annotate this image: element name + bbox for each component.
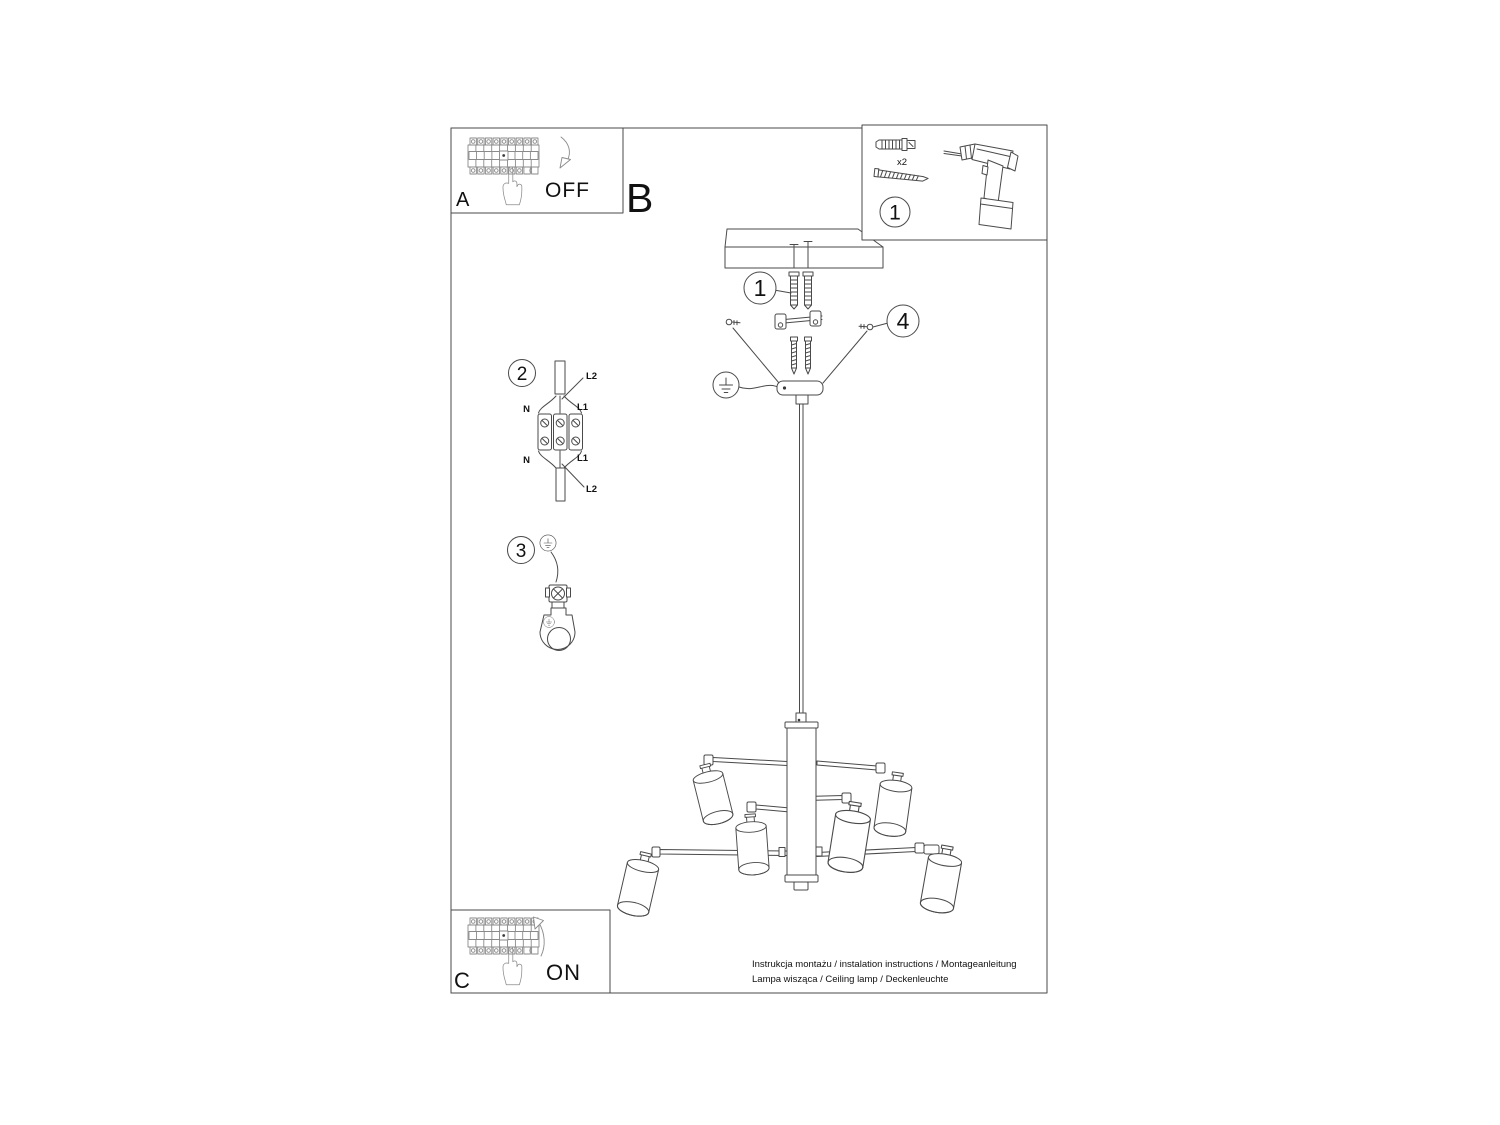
label-bottom-left: N (523, 455, 530, 466)
callout-screws-number: 4 (897, 308, 910, 334)
arrow-down-icon (559, 136, 571, 169)
shade-lower-left (615, 848, 663, 920)
panel-c: C ON (450, 909, 611, 994)
ground-bracket (539, 607, 576, 651)
callout-screws: 4 (872, 304, 920, 338)
lamp-column (784, 721, 819, 891)
screw-quantity: x2 (897, 157, 907, 168)
caption-line1: Instrukcja montażu / instalation instruc… (752, 959, 1017, 970)
ceiling-plank (724, 228, 884, 269)
suspension-cable (799, 403, 804, 715)
wiring-step-number: 2 (517, 364, 528, 385)
kit-panel: x2 1 (861, 124, 1048, 241)
label-bottom-right: L1 (577, 453, 589, 464)
label-top-cable: L2 (586, 371, 597, 382)
callout-plugs: 1 (743, 271, 792, 305)
ceiling-canopy (776, 380, 824, 405)
mounting-bracket (774, 310, 823, 330)
panel-a-label: A (456, 189, 470, 211)
breaker-strip-c (467, 917, 540, 955)
wall-plugs (788, 271, 814, 310)
fixing-screws (790, 336, 812, 375)
ground-step-number: 3 (516, 541, 527, 562)
ground-terminal (545, 584, 571, 609)
alignment-guides (732, 327, 868, 384)
shade-middle-left (734, 812, 770, 877)
terminal-block (537, 413, 583, 451)
ground-symbol-small (539, 534, 557, 552)
main-assembly-drawing: 1 4 (615, 228, 965, 920)
top-l2-leader (561, 377, 584, 400)
kit-step-number: 1 (889, 202, 901, 225)
wall-plug-icon (875, 138, 916, 151)
panel-c-state: ON (546, 960, 581, 985)
plank-screw-marks (789, 241, 813, 248)
caption-line2: Lampa wisząca / Ceiling lamp / Deckenleu… (752, 974, 948, 985)
label-top-left: N (523, 404, 530, 415)
breaker-strip-a (467, 137, 540, 175)
caption: Instrukcja montażu / instalation instruc… (752, 959, 1017, 985)
pendant-lamp (615, 712, 965, 920)
drill-icon (943, 143, 1019, 230)
panel-a-state: OFF (545, 179, 590, 202)
sheet-border (450, 127, 1048, 994)
section-letter: B (626, 175, 653, 221)
bottom-l2-leader (561, 463, 585, 488)
panel-c-label: C (454, 968, 470, 993)
ground-wire (550, 551, 559, 583)
shade-upper-left (689, 760, 735, 828)
callout-plugs-number: 1 (754, 275, 767, 301)
ground-symbol-main (712, 371, 781, 399)
label-bottom-cable: L2 (586, 484, 597, 495)
shade-middle-right (826, 799, 874, 876)
panel-a: A OFF (450, 127, 624, 214)
screw-icon (873, 167, 929, 182)
arrow-up-icon (533, 916, 545, 957)
shade-upper-right (872, 769, 915, 839)
top-cable (554, 360, 566, 395)
side-screws (725, 318, 874, 331)
grounding-diagram: 3 (507, 534, 576, 651)
label-top-right: L1 (577, 402, 589, 413)
bottom-cable (555, 467, 566, 502)
wiring-diagram: 2 L2 N L1 N L1 L2 (508, 359, 597, 502)
